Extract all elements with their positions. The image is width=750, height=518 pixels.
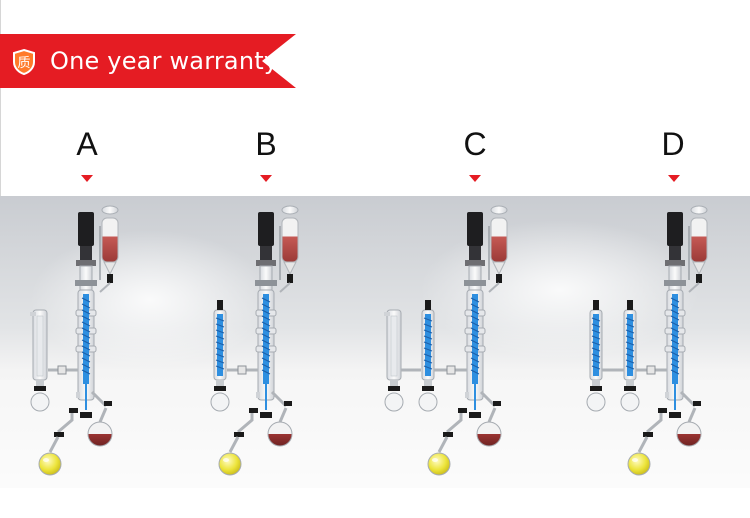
apparatus-scene: [0, 196, 750, 488]
apparatus-d: [586, 204, 709, 477]
warranty-text: One year warranty: [50, 47, 279, 75]
apparatus-a: [29, 204, 120, 477]
pointer-arrow-d: [668, 175, 680, 182]
pointer-arrow-c: [469, 175, 481, 182]
backdrop-glow: [30, 230, 270, 370]
warranty-banner: [0, 34, 296, 88]
config-label-b: B: [255, 126, 277, 162]
apparatus-c: [383, 204, 509, 477]
left-edge-line: [0, 0, 1, 196]
shield-badge-icon: 质: [13, 48, 35, 76]
config-label-c: C: [463, 126, 487, 162]
banner-ribbon: [0, 34, 296, 88]
config-label-d: D: [661, 126, 685, 162]
badge-char: 质: [17, 56, 30, 71]
apparatus-b: [210, 204, 300, 477]
config-label-a: A: [76, 126, 98, 162]
pointer-arrow-a: [81, 175, 93, 182]
pointer-arrow-b: [260, 175, 272, 182]
backdrop-glow: [420, 220, 700, 360]
